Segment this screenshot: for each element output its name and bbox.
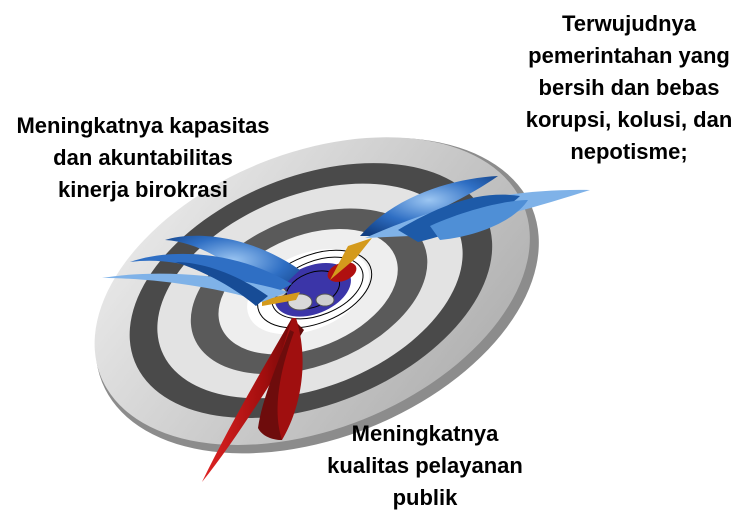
goal-clean-government: Terwujudnya pemerintahan yang bersih dan…	[513, 8, 745, 168]
goal-clean-government-line-4: korupsi, kolusi, dan	[513, 104, 745, 136]
impact-mark-2	[316, 294, 334, 306]
goal-clean-government-line-2: pemerintahan yang	[513, 40, 745, 72]
goal-public-service-line-1: Meningkatnya	[318, 418, 532, 450]
goal-bureaucracy-capacity-line-3: kinerja birokrasi	[2, 174, 284, 206]
goal-public-service: Meningkatnya kualitas pelayanan publik	[318, 418, 532, 514]
goal-clean-government-line-5: nepotisme;	[513, 136, 745, 168]
goal-bureaucracy-capacity-line-1: Meningkatnya kapasitas	[2, 110, 284, 142]
goal-public-service-line-3: publik	[318, 482, 532, 514]
goal-bureaucracy-capacity: Meningkatnya kapasitas dan akuntabilitas…	[2, 110, 284, 206]
goal-bureaucracy-capacity-line-2: dan akuntabilitas	[2, 142, 284, 174]
goal-public-service-line-2: kualitas pelayanan	[318, 450, 532, 482]
goal-clean-government-line-3: bersih dan bebas	[513, 72, 745, 104]
goal-clean-government-line-1: Terwujudnya	[513, 8, 745, 40]
